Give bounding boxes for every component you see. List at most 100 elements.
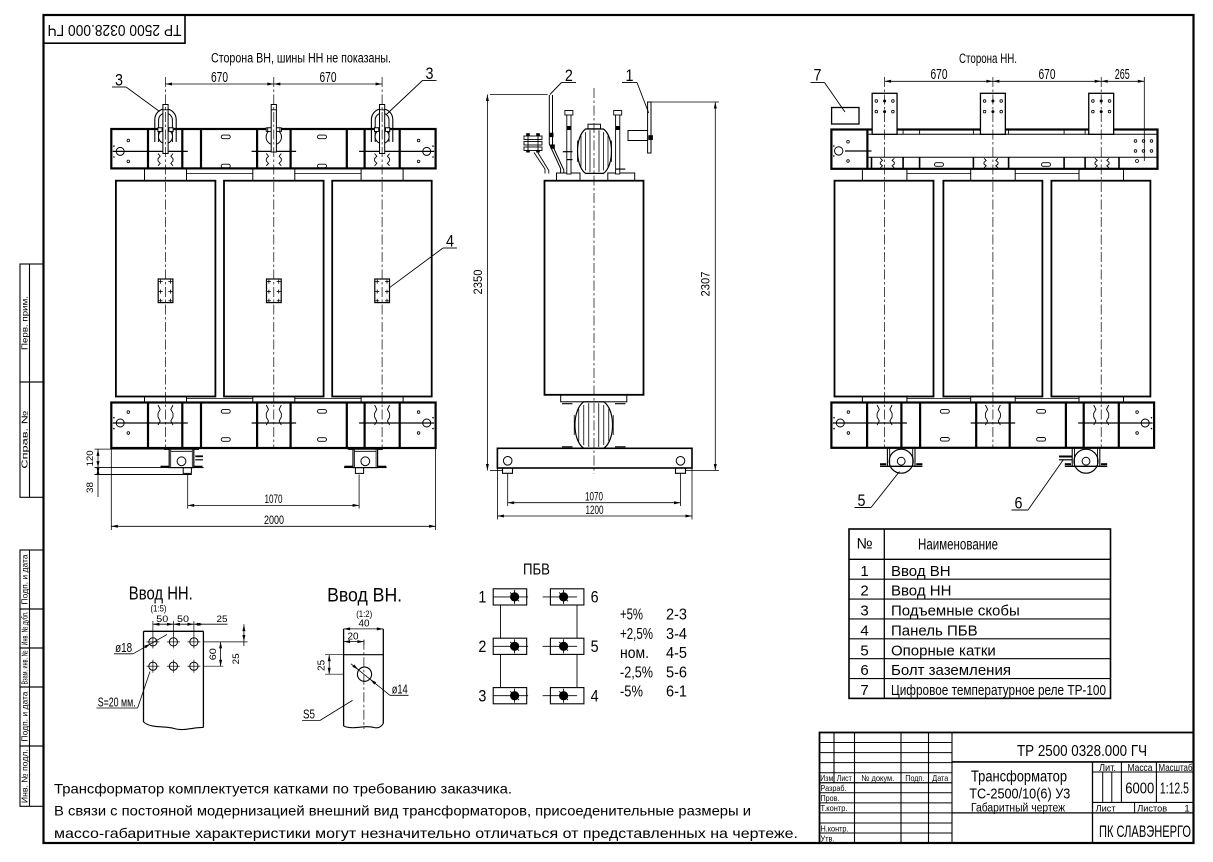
svg-text:Масса: Масса	[1128, 763, 1153, 774]
svg-text:4: 4	[860, 622, 868, 639]
svg-text:(1:5): (1:5)	[151, 604, 167, 615]
svg-text:2307: 2307	[701, 272, 713, 297]
svg-text:Панель ПБВ: Панель ПБВ	[891, 622, 978, 639]
svg-text:Перв. прим.: Перв. прим.	[19, 296, 29, 350]
svg-text:Сторона ВН, шины НН не показан: Сторона ВН, шины НН не показаны.	[211, 51, 391, 66]
svg-text:Наименование: Наименование	[918, 537, 998, 554]
svg-text:Цифровое температурное реле ТР: Цифровое температурное реле ТР-100	[891, 682, 1106, 699]
svg-text:Ввод НН.: Ввод НН.	[129, 583, 193, 603]
svg-text:3: 3	[478, 687, 486, 706]
svg-text:Масштаб: Масштаб	[1159, 762, 1193, 774]
svg-text:3-4: 3-4	[666, 626, 687, 643]
svg-text:3: 3	[115, 71, 123, 90]
svg-text:+2,5%: +2,5%	[620, 626, 653, 643]
svg-text:670: 670	[931, 67, 948, 83]
svg-text:2: 2	[565, 66, 573, 85]
svg-text:20: 20	[348, 631, 359, 643]
svg-text:ном.: ном.	[620, 645, 649, 662]
svg-text:670: 670	[1039, 67, 1056, 83]
svg-text:6: 6	[860, 662, 868, 679]
svg-text:4-5: 4-5	[666, 645, 687, 662]
svg-text:Опорные катки: Опорные катки	[891, 642, 996, 659]
svg-text:1: 1	[1184, 804, 1189, 815]
svg-text:В связи с постояной модернизац: В связи с постояной модернизацией внешни…	[54, 803, 751, 819]
svg-text:Пров.: Пров.	[821, 793, 840, 803]
svg-text:Лист: Лист	[1096, 804, 1117, 815]
svg-text:Утв.: Утв.	[821, 833, 835, 843]
svg-text:№: №	[857, 536, 873, 553]
svg-text:Сторона НН.: Сторона НН.	[959, 51, 1017, 66]
svg-text:670: 670	[211, 70, 228, 86]
svg-text:5-6: 5-6	[666, 664, 687, 681]
svg-text:6-1: 6-1	[666, 684, 687, 701]
svg-text:Подп. и дата: Подп. и дата	[19, 554, 29, 604]
svg-text:2: 2	[478, 637, 486, 656]
svg-text:Габаритный чертеж: Габаритный чертеж	[971, 802, 1065, 814]
svg-text:Подп.: Подп.	[905, 773, 924, 783]
svg-text:25: 25	[316, 660, 328, 671]
svg-text:+5%: +5%	[620, 607, 643, 624]
svg-text:4: 4	[591, 687, 599, 706]
svg-text:1: 1	[860, 563, 868, 580]
svg-text:Лит.: Лит.	[1099, 763, 1116, 774]
svg-text:Ввод НН: Ввод НН	[891, 583, 951, 600]
svg-text:265: 265	[1115, 67, 1130, 83]
svg-text:Изм: Изм	[820, 773, 833, 783]
svg-text:2000: 2000	[264, 515, 284, 527]
svg-text:4: 4	[446, 232, 454, 251]
svg-text:ТР 2500 0328.000 ГЧ: ТР 2500 0328.000 ГЧ	[1017, 743, 1147, 760]
svg-text:Взам. инв. №: Взам. инв. №	[19, 651, 29, 685]
svg-text:Дата: Дата	[932, 773, 948, 783]
svg-text:6000: 6000	[1125, 780, 1154, 797]
svg-text:Трансформатор комплектуется ка: Трансформатор комплектуется катками по т…	[54, 781, 512, 797]
svg-text:Инв. № подл.: Инв. № подл.	[19, 749, 29, 803]
svg-text:25: 25	[231, 653, 242, 664]
svg-text:2350: 2350	[473, 270, 485, 295]
svg-text:120: 120	[85, 450, 96, 466]
svg-text:1070: 1070	[585, 492, 603, 504]
svg-text:38: 38	[85, 482, 96, 493]
svg-text:50: 50	[177, 614, 189, 625]
svg-text:Трансформатор: Трансформатор	[971, 769, 1067, 786]
svg-text:2: 2	[860, 583, 868, 600]
svg-text:S=20 мм.: S=20 мм.	[98, 694, 136, 709]
svg-text:Ввод ВН: Ввод ВН	[891, 563, 951, 580]
svg-text:1200: 1200	[586, 505, 604, 517]
svg-text:ТР 2500 0328.000 ГЧ: ТР 2500 0328.000 ГЧ	[48, 21, 182, 38]
svg-text:(1:2): (1:2)	[356, 609, 372, 620]
svg-text:ТС-2500/10(6) У3: ТС-2500/10(6) У3	[969, 785, 1070, 802]
svg-text:ø18: ø18	[115, 640, 132, 655]
svg-text:7: 7	[814, 66, 822, 85]
svg-text:5: 5	[858, 491, 866, 510]
svg-text:Листов: Листов	[1137, 804, 1167, 815]
svg-text:25: 25	[217, 614, 228, 625]
svg-text:Н.контр.: Н.контр.	[821, 823, 849, 833]
svg-text:ПБВ: ПБВ	[523, 562, 550, 579]
svg-text:Справ. №: Справ. №	[19, 411, 29, 469]
svg-text:2-3: 2-3	[666, 607, 687, 624]
svg-text:ø14: ø14	[392, 681, 408, 696]
svg-text:-5%: -5%	[620, 684, 643, 701]
svg-text:Ввод ВН.: Ввод ВН.	[327, 586, 402, 607]
svg-text:6: 6	[591, 588, 599, 607]
svg-text:1070: 1070	[265, 494, 283, 506]
svg-text:Инв. № дубл.: Инв. № дубл.	[19, 612, 29, 646]
svg-text:Разраб.: Разраб.	[821, 783, 847, 793]
svg-text:5: 5	[591, 637, 599, 656]
svg-text:ПК СЛАВЭНЕРГО: ПК СЛАВЭНЕРГО	[1099, 822, 1191, 841]
svg-text:Подъемные скобы: Подъемные скобы	[891, 603, 1020, 620]
svg-text:Лист: Лист	[837, 773, 852, 783]
svg-text:60: 60	[208, 648, 219, 660]
svg-text:7: 7	[860, 682, 868, 699]
svg-text:1: 1	[478, 588, 486, 607]
svg-text:5: 5	[860, 642, 868, 659]
svg-text:Подп. и дата: Подп. и дата	[19, 691, 29, 741]
svg-text:1: 1	[626, 66, 634, 85]
svg-text:1:12.5: 1:12.5	[1160, 780, 1189, 797]
svg-text:S5: S5	[303, 707, 315, 722]
svg-text:№ докум.: № докум.	[861, 773, 894, 783]
svg-text:3: 3	[860, 603, 868, 620]
svg-text:-2,5%: -2,5%	[620, 664, 653, 681]
svg-text:6: 6	[1015, 494, 1023, 513]
svg-text:массо-габаритные характеристик: массо-габаритные характеристики могут не…	[54, 825, 798, 841]
